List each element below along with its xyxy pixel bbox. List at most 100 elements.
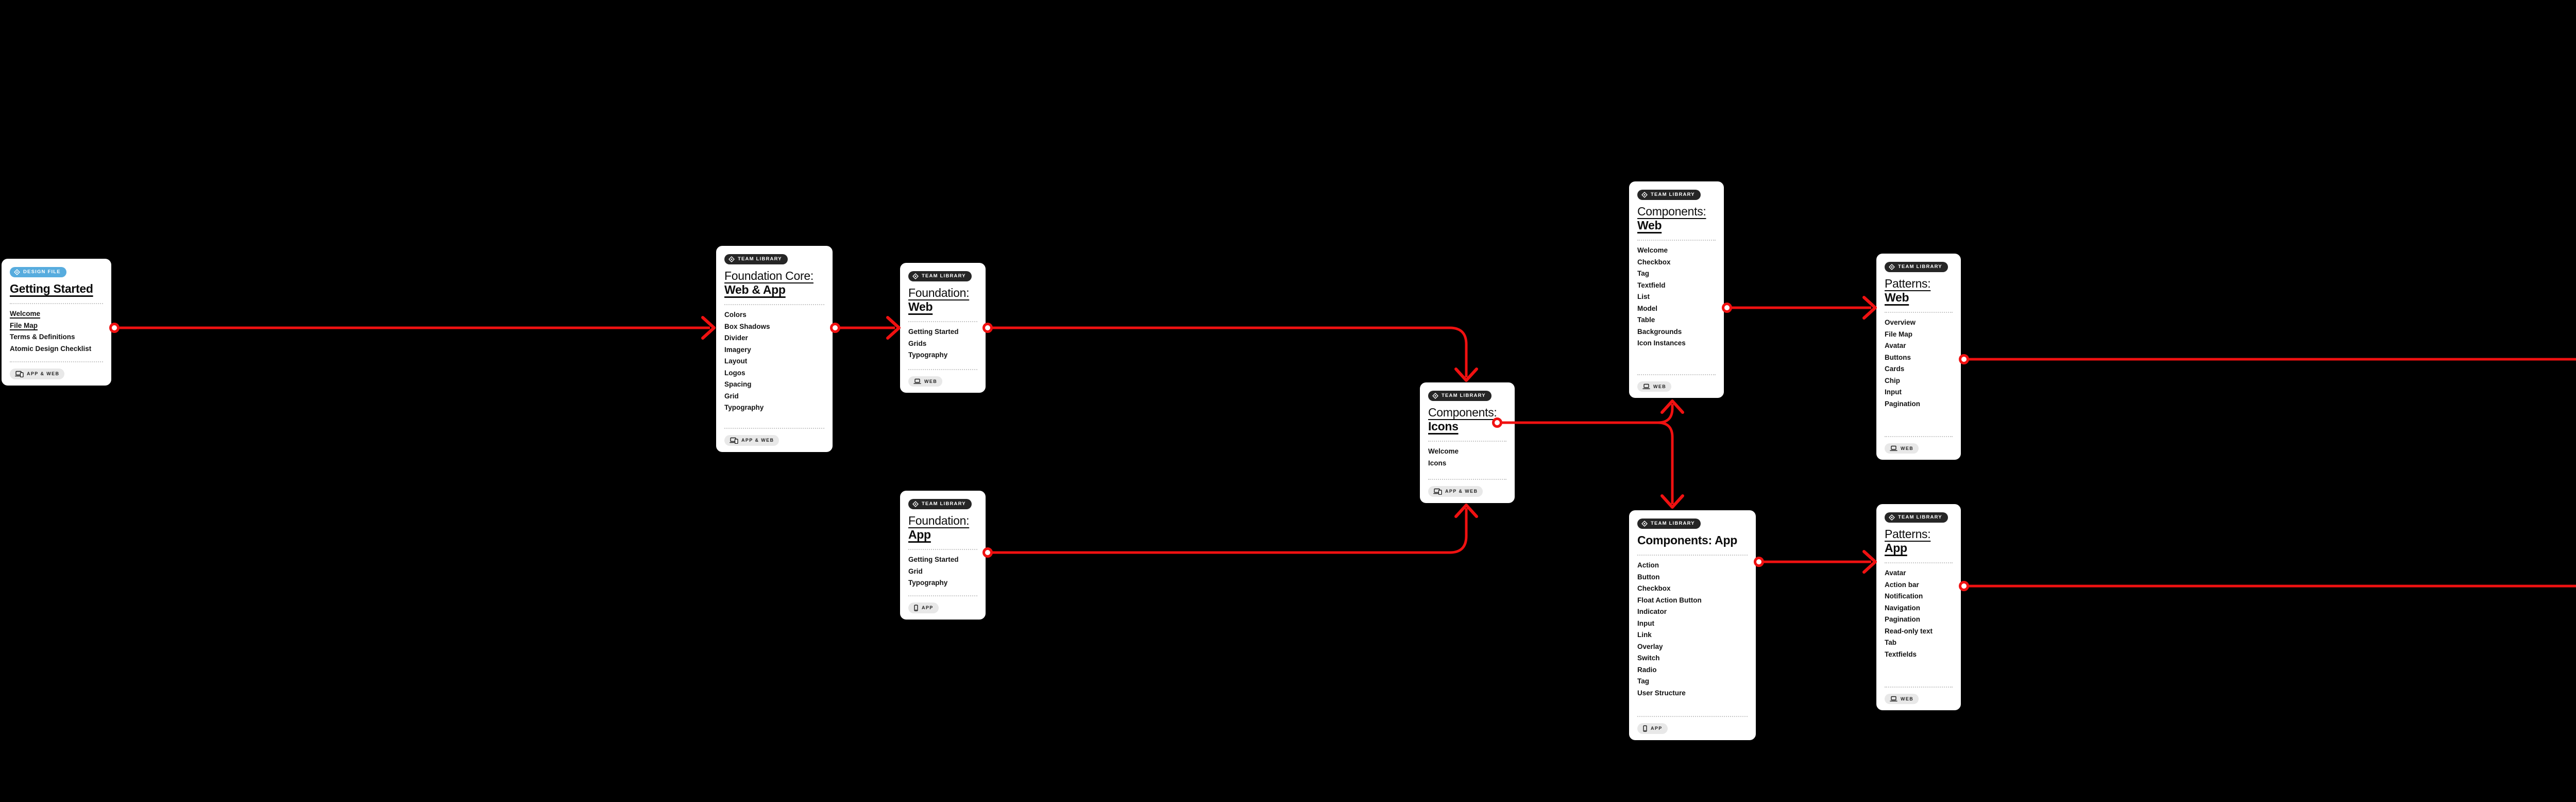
page-list-item: Typography [908, 579, 948, 587]
page-list-item: Textfields [1885, 650, 1917, 658]
page-list-item: Grids [908, 339, 927, 347]
dotted-divider [1637, 374, 1716, 375]
page-list-item: Welcome [1428, 447, 1459, 455]
connector-patterns-app-to-blocks-app[interactable] [1960, 576, 2576, 596]
library-nib-icon [14, 269, 20, 275]
page-list-item: Grid [724, 392, 739, 400]
badge-label: TEAM LIBRARY [1442, 393, 1486, 399]
card-title-line2: App [908, 528, 931, 541]
laptop-icon [1890, 445, 1897, 451]
page-list-item: Avatar [1885, 342, 1906, 349]
page-list-item: Welcome [10, 310, 41, 318]
platform-chip: WEB [1885, 694, 1919, 704]
card-title: Patterns:Web [1885, 277, 1953, 305]
connector-foundation-web-to-components-icons[interactable] [984, 324, 1477, 381]
laptop-icon [1642, 383, 1650, 389]
page-list-item: Buttons [1885, 353, 1911, 361]
team-library-badge: TEAM LIBRARY [908, 271, 972, 281]
page-list-item: Tag [1637, 677, 1649, 685]
platform-chip-label: APP [922, 605, 934, 610]
dotted-divider [1637, 555, 1748, 556]
connector-components-web-to-patterns-web[interactable] [1723, 297, 1876, 318]
library-nib-icon [1889, 264, 1895, 270]
library-nib-icon [912, 273, 919, 279]
dotted-divider [1428, 479, 1506, 480]
connector-foundation-core-to-foundation-web[interactable] [832, 318, 900, 338]
page-list-item: Input [1885, 388, 1902, 396]
laptop-icon [913, 378, 921, 384]
platform-chip-label: APP & WEB [1445, 489, 1478, 494]
library-nib-icon [1432, 393, 1438, 399]
platform-chip-label: APP [1651, 726, 1663, 731]
page-list-item: Terms & Definitions [10, 333, 75, 341]
page-list-item: User Structure [1637, 689, 1686, 697]
platform-chip: APP & WEB [1428, 486, 1483, 497]
card-title-line1: Components: [1637, 205, 1706, 218]
card-title: Components: App [1637, 533, 1748, 547]
page-list-item: Getting Started [908, 328, 959, 336]
page-list-item: Divider [724, 334, 748, 342]
library-nib-icon [912, 501, 919, 507]
connector-getting-started-to-foundation-core[interactable] [111, 318, 715, 338]
page-list-item: Link [1637, 631, 1652, 639]
badge-label: TEAM LIBRARY [738, 256, 782, 262]
page-list-item: Textfield [1637, 281, 1666, 289]
library-nib-icon [728, 256, 735, 262]
page-list-item: Grid [908, 567, 923, 575]
page-list-item: Action bar [1885, 580, 1919, 589]
page-list-item: Colors [724, 311, 747, 319]
page-list-item: Tab [1885, 639, 1896, 646]
laptop-phone-icon [15, 371, 24, 377]
platform-chip: APP [908, 603, 939, 613]
card-title-line1: Patterns: [1885, 277, 1931, 290]
dotted-divider [10, 303, 103, 304]
card-title-line2: Web & App [724, 283, 786, 296]
card-title-line2: Web [908, 300, 933, 313]
page-list-item: Input [1637, 619, 1654, 627]
page-list-item: Notification [1885, 592, 1923, 600]
page-list-item: Action [1637, 561, 1659, 569]
page-list-item: File Map [1885, 330, 1913, 338]
library-nib-icon [1641, 521, 1648, 527]
page-list-item: Radio [1637, 665, 1657, 674]
platform-chip-label: APP & WEB [27, 371, 60, 376]
connector-components-icons-split[interactable] [1494, 401, 1683, 507]
card-title: Components:Icons [1428, 406, 1506, 433]
connector-foundation-app-to-components-icons[interactable] [984, 505, 1477, 557]
page-list-item: Indicator [1637, 608, 1667, 615]
badge-label: TEAM LIBRARY [1898, 264, 1942, 270]
card-title: Foundation:Web [908, 286, 977, 314]
page-list-item: Overview [1885, 319, 1916, 326]
page-list-item: Icon Instances [1637, 339, 1686, 347]
badge-label: TEAM LIBRARY [1898, 514, 1942, 521]
platform-chip-label: WEB [1901, 696, 1914, 701]
connector-patterns-web-to-blocks-web[interactable] [1960, 349, 2576, 370]
card-title: Getting Started [10, 282, 103, 296]
dotted-divider [1637, 716, 1748, 717]
team-library-badge: TEAM LIBRARY [1637, 519, 1701, 529]
dotted-divider [1428, 441, 1506, 442]
dotted-divider [1885, 562, 1953, 563]
dotted-divider [10, 361, 103, 362]
connector-components-app-to-patterns-app[interactable] [1755, 552, 1876, 572]
dotted-divider [908, 549, 977, 550]
card-title-line1: Components: [1428, 406, 1497, 419]
badge-label: TEAM LIBRARY [1651, 521, 1695, 527]
page-list-item: Read-only text [1885, 627, 1933, 635]
laptop-phone-icon [1433, 488, 1442, 495]
